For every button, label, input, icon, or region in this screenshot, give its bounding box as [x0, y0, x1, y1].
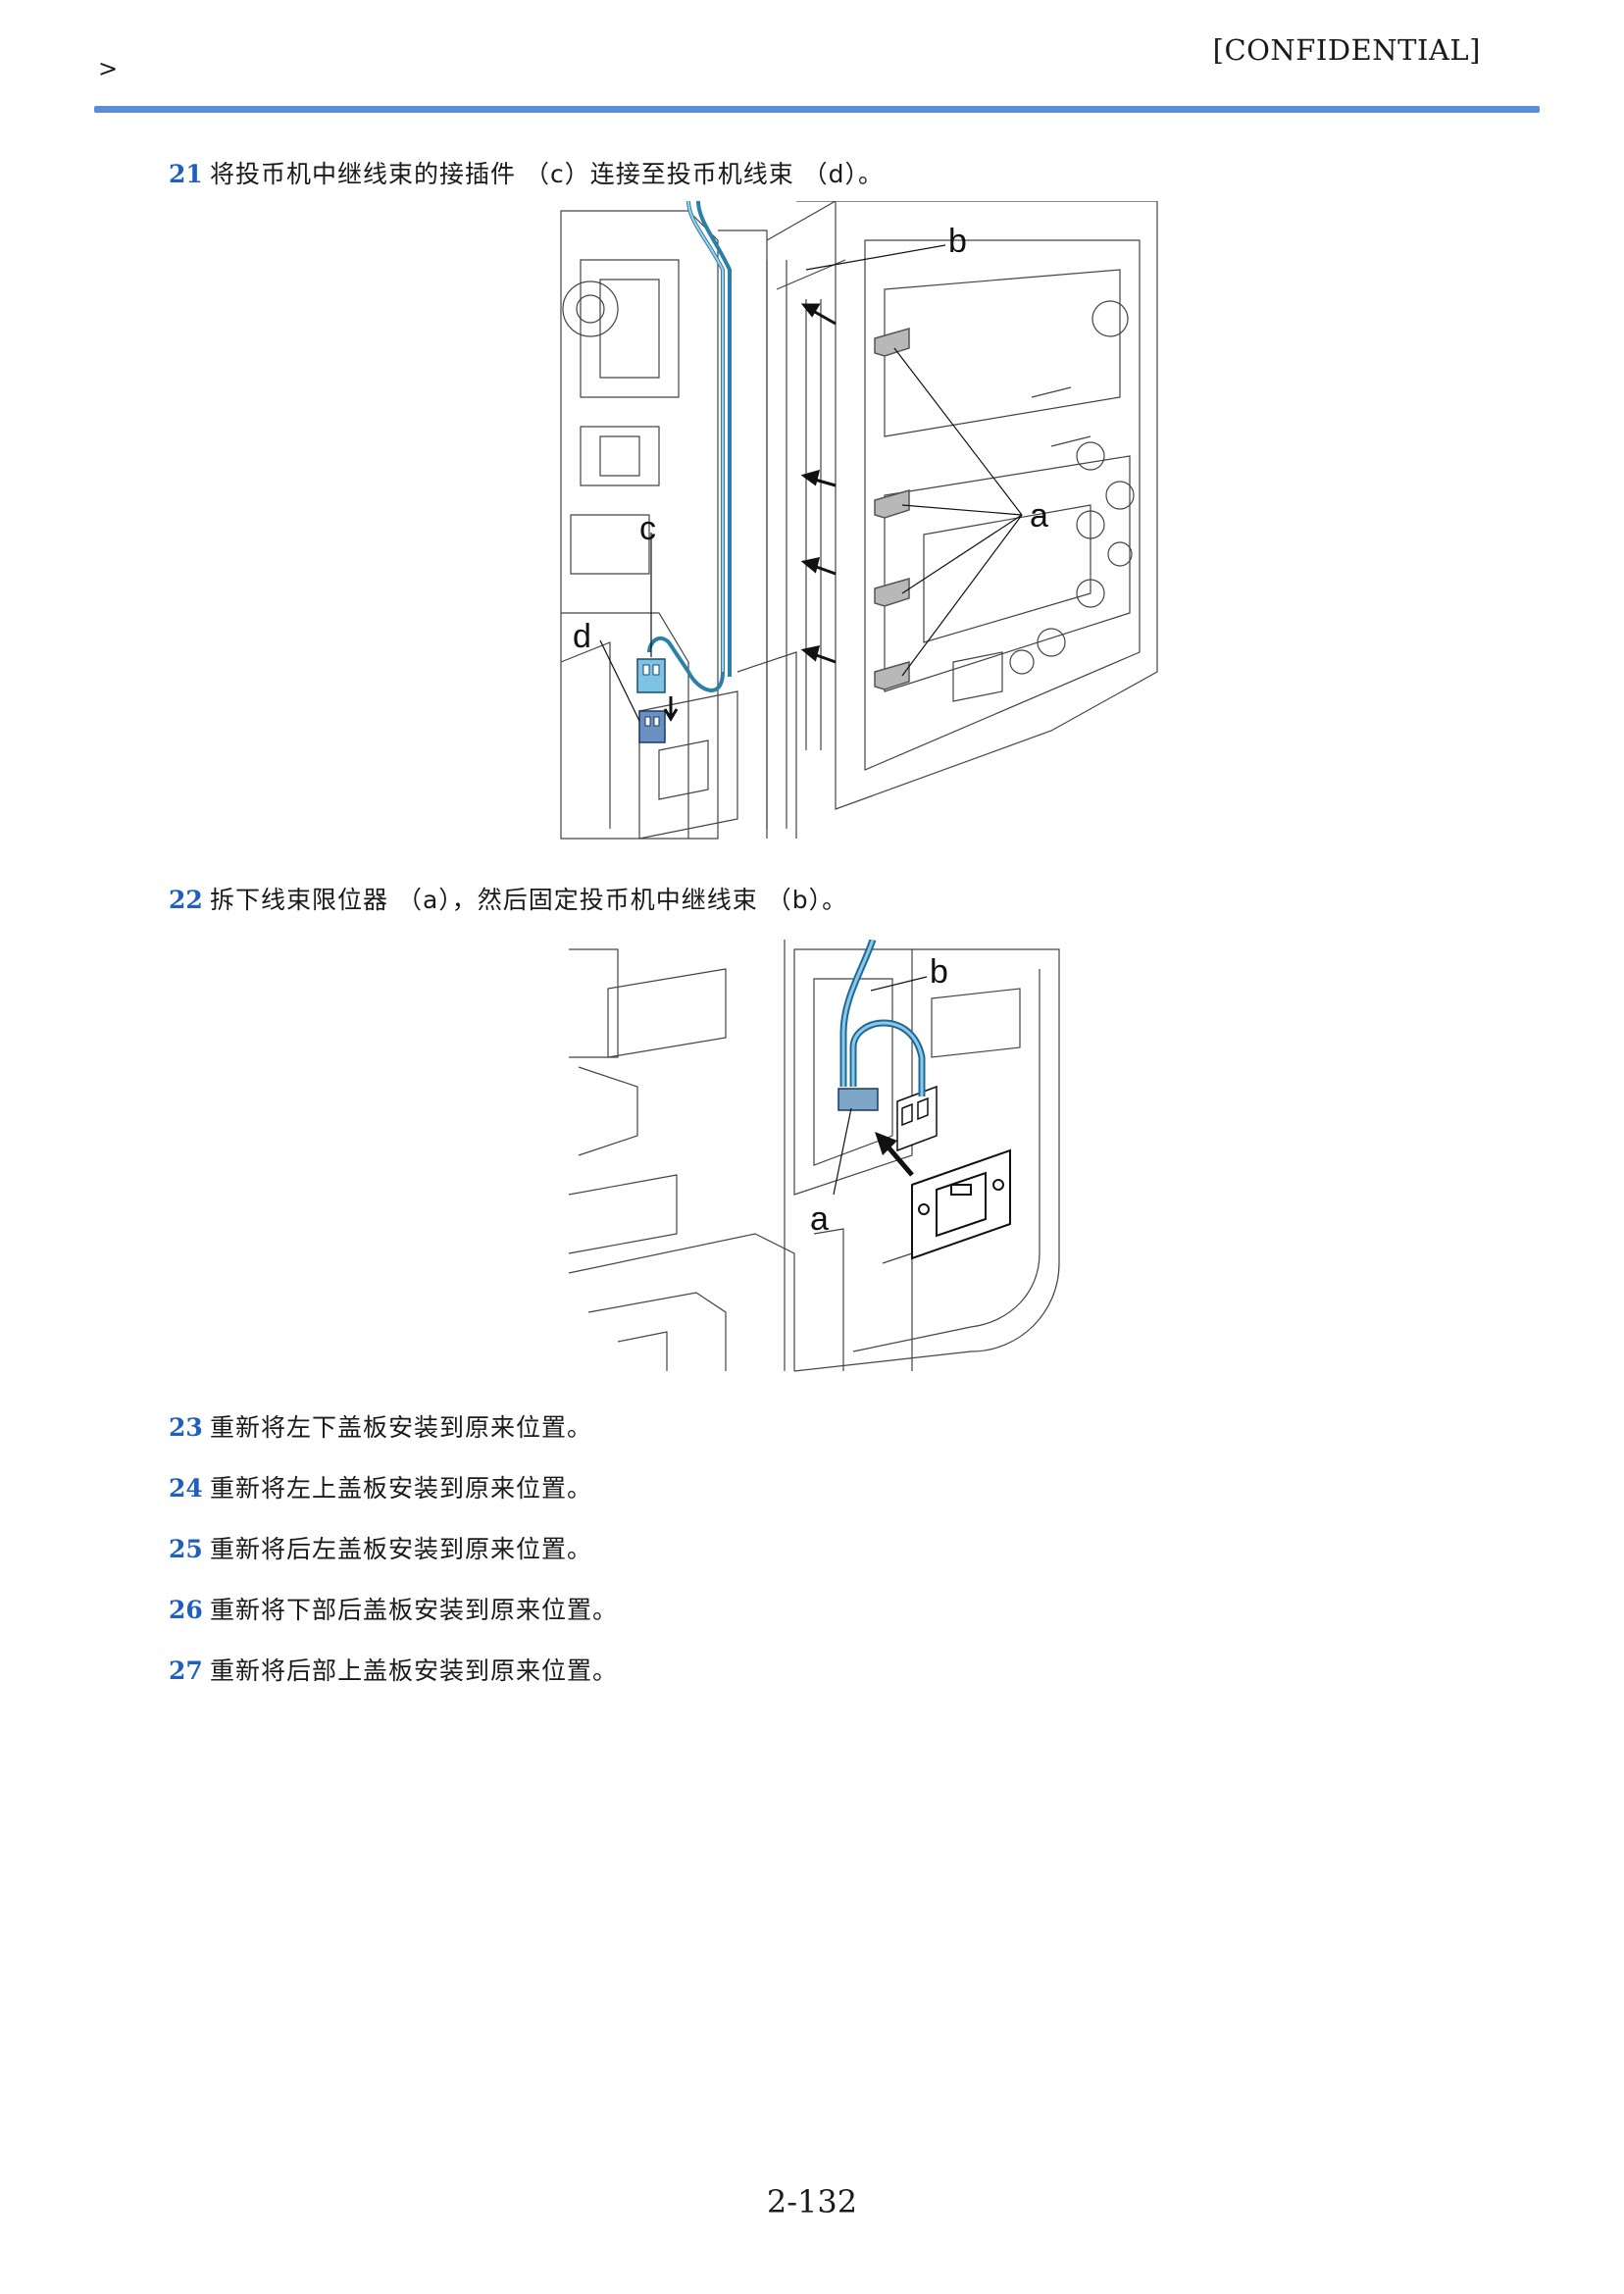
figure-connector-diagram: b a c d: [541, 201, 1161, 850]
step-text: 将投币机中继线束的接插件 （c）连接至投币机线束 （d）。: [210, 160, 885, 188]
confidential-label: [CONFIDENTIAL]: [1212, 33, 1481, 67]
step-25: 25 重新将后左盖板安装到原来位置。: [169, 1530, 592, 1565]
label-a: a: [1030, 497, 1048, 535]
step-26: 26 重新将下部后盖板安装到原来位置。: [169, 1591, 618, 1626]
step-text: 重新将后部上盖板安装到原来位置。: [210, 1657, 619, 1685]
label-d: d: [573, 618, 591, 655]
step-number: 21: [169, 160, 203, 188]
breadcrumb: >: [98, 55, 119, 82]
step-number: 23: [169, 1413, 203, 1442]
step-24: 24 重新将左上盖板安装到原来位置。: [169, 1469, 592, 1504]
step-number: 25: [169, 1535, 203, 1563]
step-21: 21 将投币机中继线束的接插件 （c）连接至投币机线束 （d）。: [169, 155, 884, 190]
step-number: 26: [169, 1596, 203, 1624]
step-text: 重新将左下盖板安装到原来位置。: [210, 1413, 593, 1442]
step-23: 23 重新将左下盖板安装到原来位置。: [169, 1408, 592, 1444]
step-number: 24: [169, 1474, 203, 1503]
label-a: a: [810, 1200, 829, 1238]
label-b: b: [948, 223, 967, 260]
page-number: 2-132: [766, 2183, 858, 2220]
label-b: b: [930, 953, 948, 991]
step-text: 重新将后左盖板安装到原来位置。: [210, 1535, 593, 1563]
step-22: 22 拆下线束限位器 （a），然后固定投币机中继线束 （b）。: [169, 881, 847, 916]
step-text: 重新将下部后盖板安装到原来位置。: [210, 1596, 619, 1624]
step-number: 22: [169, 886, 203, 914]
figure-harness-clamp-diagram: b a: [559, 940, 1069, 1379]
label-c: c: [639, 510, 656, 547]
step-text: 重新将左上盖板安装到原来位置。: [210, 1474, 593, 1503]
step-number: 27: [169, 1657, 203, 1685]
step-27: 27 重新将后部上盖板安装到原来位置。: [169, 1652, 618, 1687]
step-text: 拆下线束限位器 （a），然后固定投币机中继线束 （b）。: [210, 886, 848, 914]
header-rule: [94, 106, 1540, 113]
